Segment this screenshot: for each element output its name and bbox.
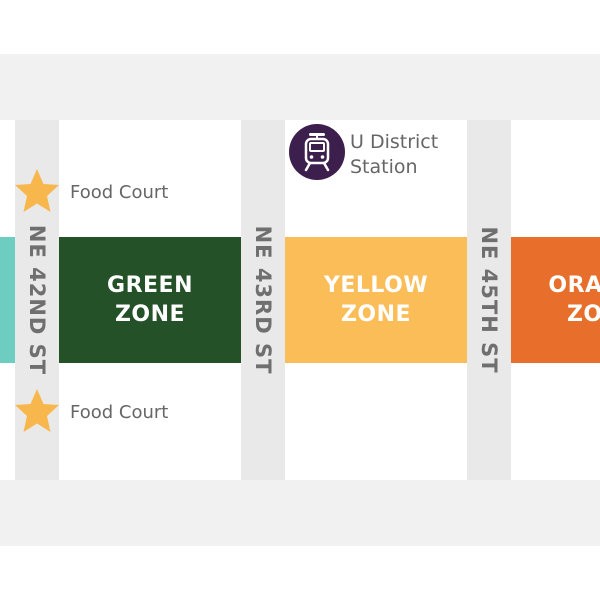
orange-zone-line-2: ZONE [566,302,600,327]
street-ne-45th [467,120,511,480]
yellow-zone-line-2: ZONE [340,302,412,327]
teal-zone [0,237,15,363]
green-zone-line-2: ZONE [114,302,186,327]
street-ne-43rd [241,120,285,480]
food-court-label-north: Food Court [70,182,169,203]
light-rail-train-icon [289,124,345,180]
street-label-ne-45th: NE 45TH ST [477,226,501,374]
street-label-ne-42nd: NE 42ND ST [25,224,49,376]
station-label-line-2: Station [350,156,418,178]
orange-zone-line-1: ORANGE [548,273,600,298]
star-icon [15,169,59,212]
green-zone-line-1: GREEN [107,273,193,298]
bottom-street-band [0,480,600,546]
orange-zone: ORANGE ZONE [511,237,600,363]
star-icon [15,389,59,432]
top-street-band [0,54,600,120]
food-court-label-south: Food Court [70,402,169,423]
yellow-zone-line-1: YELLOW [323,273,429,298]
yellow-zone: YELLOW ZONE [285,237,467,363]
station-label-line-1: U District [350,131,439,153]
street-label-ne-43rd: NE 43RD ST [251,225,275,375]
station-label: U District Station [350,130,438,180]
green-zone: GREEN ZONE [59,237,241,363]
